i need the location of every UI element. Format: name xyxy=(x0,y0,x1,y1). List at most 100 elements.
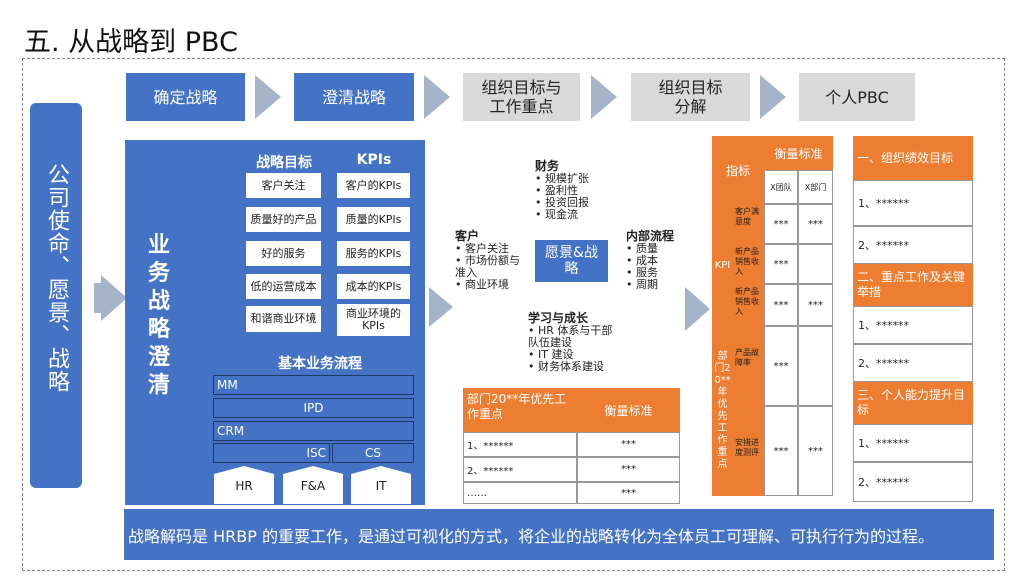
mission-text: 公司使命、愿景、战略 xyxy=(44,163,69,393)
pbc-item: 1、****** xyxy=(853,306,973,344)
priority-cell: *** xyxy=(577,482,680,504)
arrow-clarify-to-bsc xyxy=(429,287,453,327)
pbc-section-header: 二、重点工作及关键举措 xyxy=(853,264,973,306)
step-arrow xyxy=(255,75,281,119)
goal-item: 客户关注 xyxy=(246,173,321,198)
step-arrow xyxy=(424,75,450,119)
bsc-internal-item: • 质量 xyxy=(626,242,658,255)
process-row-mm: MM xyxy=(213,375,414,395)
bsc-finance: 财务 • 规模扩张 • 盈利性 • 投资回报 • 现金流 xyxy=(535,160,615,221)
diagram-frame xyxy=(22,58,1005,571)
support-hr: HR xyxy=(235,479,253,493)
arrow-mission-to-clarify xyxy=(101,275,127,321)
bsc-learning-item: • IT 建设 xyxy=(528,348,574,361)
bsc-finance-title: 财务 xyxy=(535,159,560,173)
process-header: 基本业务流程 xyxy=(278,356,362,372)
pbc-item: 1、****** xyxy=(853,424,973,462)
kpis-header: KPIs xyxy=(356,152,392,168)
org-indicator-header: 指标 xyxy=(712,136,764,204)
step-arrow xyxy=(591,75,617,119)
bsc-customer-title: 客户 xyxy=(455,229,480,243)
support-it: IT xyxy=(375,479,387,493)
bsc-finance-item: • 现金流 xyxy=(535,208,578,221)
org-row-value: *** xyxy=(798,204,833,244)
bsc-internal-item: • 服务 xyxy=(626,266,658,279)
kpi-item: 成本的KPIs xyxy=(337,274,410,299)
pbc-item: 2、****** xyxy=(853,344,973,382)
org-row-value: *** xyxy=(764,204,798,244)
pbc-item: 2、****** xyxy=(853,226,973,264)
step-confirm-strategy: 确定战略 xyxy=(126,73,245,121)
support-shape-hr xyxy=(214,466,274,504)
goal-item: 质量好的产品 xyxy=(246,207,321,232)
process-row-crm: CRM xyxy=(213,421,414,441)
org-row-label: 客户满意度 xyxy=(733,204,764,244)
priority-cell: …… xyxy=(463,482,577,504)
priority-cell: 1、****** xyxy=(463,432,577,457)
bsc-customer-item: • 客户关注 xyxy=(455,242,509,255)
bsc-learning: 学习与成长 • HR 体系与干部队伍建设 • IT 建设 • 财务体系建设 xyxy=(528,312,620,373)
process-row-isc: ISC xyxy=(213,443,330,463)
goals-header: 战略目标 xyxy=(256,155,312,171)
arrow-stem xyxy=(94,283,103,313)
process-row-cs: CS xyxy=(332,443,414,463)
company-mission-box: 公司使命、愿景、战略 xyxy=(30,103,82,488)
org-row-value: *** xyxy=(764,326,798,406)
goal-item: 低的运营成本 xyxy=(246,274,321,299)
support-shape-it xyxy=(351,466,411,504)
org-row-value: *** xyxy=(764,284,798,326)
priority-cell: *** xyxy=(577,457,680,482)
org-row-label: 安措进度测评 xyxy=(733,406,764,496)
org-sub-header: X部门 xyxy=(798,170,833,204)
org-row-value xyxy=(798,326,833,406)
kpi-item: 质量的KPIs xyxy=(337,207,410,232)
org-row-label: 新产品销售收入 xyxy=(733,284,764,326)
bottom-caption: 战略解码是 HRBP 的重要工作，是通过可视化的方式，将企业的战略转化为全体员工… xyxy=(124,509,994,560)
org-row-value: *** xyxy=(798,284,833,326)
bsc-customer-item: • 商业环境 xyxy=(455,278,509,291)
org-row-value: *** xyxy=(764,244,798,284)
kpi-item: 商业环境的KPIs xyxy=(337,304,410,336)
step-arrow xyxy=(760,75,786,119)
org-row-value xyxy=(798,244,833,284)
priority-cell: *** xyxy=(577,432,680,457)
org-row-value: *** xyxy=(764,406,798,496)
bsc-finance-item: • 规模扩张 xyxy=(535,172,589,185)
support-functions xyxy=(214,466,411,504)
priority-cell: 2、****** xyxy=(463,457,577,482)
org-dept-label: 部门20**年优先工作重点 xyxy=(712,326,733,496)
arrow-bsc-to-org xyxy=(685,287,710,331)
goal-item: 和谐商业环境 xyxy=(246,306,321,332)
step-personal-pbc: 个人PBC xyxy=(799,73,915,121)
step-goal-decompose: 组织目标分解 xyxy=(631,73,750,121)
bsc-finance-item: • 盈利性 xyxy=(535,184,578,197)
kpi-item: 客户的KPIs xyxy=(337,173,410,198)
support-fa: F&A xyxy=(300,479,326,493)
org-measure-header: 衡量标准 xyxy=(764,136,833,170)
pbc-section-header: 一、组织绩效目标 xyxy=(853,136,973,180)
step-org-goals: 组织目标与工作重点 xyxy=(463,73,580,121)
org-kpi-label: KPI xyxy=(712,204,733,326)
bsc-center-vision: 愿景&战略 xyxy=(535,240,608,282)
pbc-item: 1、****** xyxy=(853,180,973,226)
org-row-label: 产品故障率 xyxy=(733,326,764,406)
bsc-customer-item: • 市场份额与准入 xyxy=(455,254,520,279)
bsc-finance-item: • 投资回报 xyxy=(535,196,589,209)
bsc-learning-item: • 财务体系建设 xyxy=(528,360,604,373)
page-title: 五. 从战略到 PBC xyxy=(24,27,238,58)
bsc-learning-title: 学习与成长 xyxy=(528,311,589,325)
org-row-label: 新产品销售收入 xyxy=(733,244,764,284)
kpi-item: 服务的KPIs xyxy=(337,241,410,266)
clarify-vertical-label: 业务战略澄清 xyxy=(148,233,171,398)
bsc-learning-item: • HR 体系与干部队伍建设 xyxy=(528,324,613,349)
step-clarify-strategy: 澄清战略 xyxy=(294,73,414,121)
bsc-internal: 内部流程 • 质量 • 成本 • 服务 • 周期 xyxy=(626,230,696,291)
pbc-item: 2、****** xyxy=(853,462,973,502)
bsc-internal-title: 内部流程 xyxy=(626,229,675,243)
bsc-internal-item: • 周期 xyxy=(626,278,658,291)
priority-col2-header: 衡量标准 xyxy=(577,388,680,432)
bsc-customer: 客户 • 客户关注 • 市场份额与准入 • 商业环境 xyxy=(455,230,527,291)
bsc-internal-item: • 成本 xyxy=(626,254,658,267)
org-row-value: *** xyxy=(798,406,833,496)
priority-col1-header: 部门20**年优先工作重点 xyxy=(463,388,577,432)
